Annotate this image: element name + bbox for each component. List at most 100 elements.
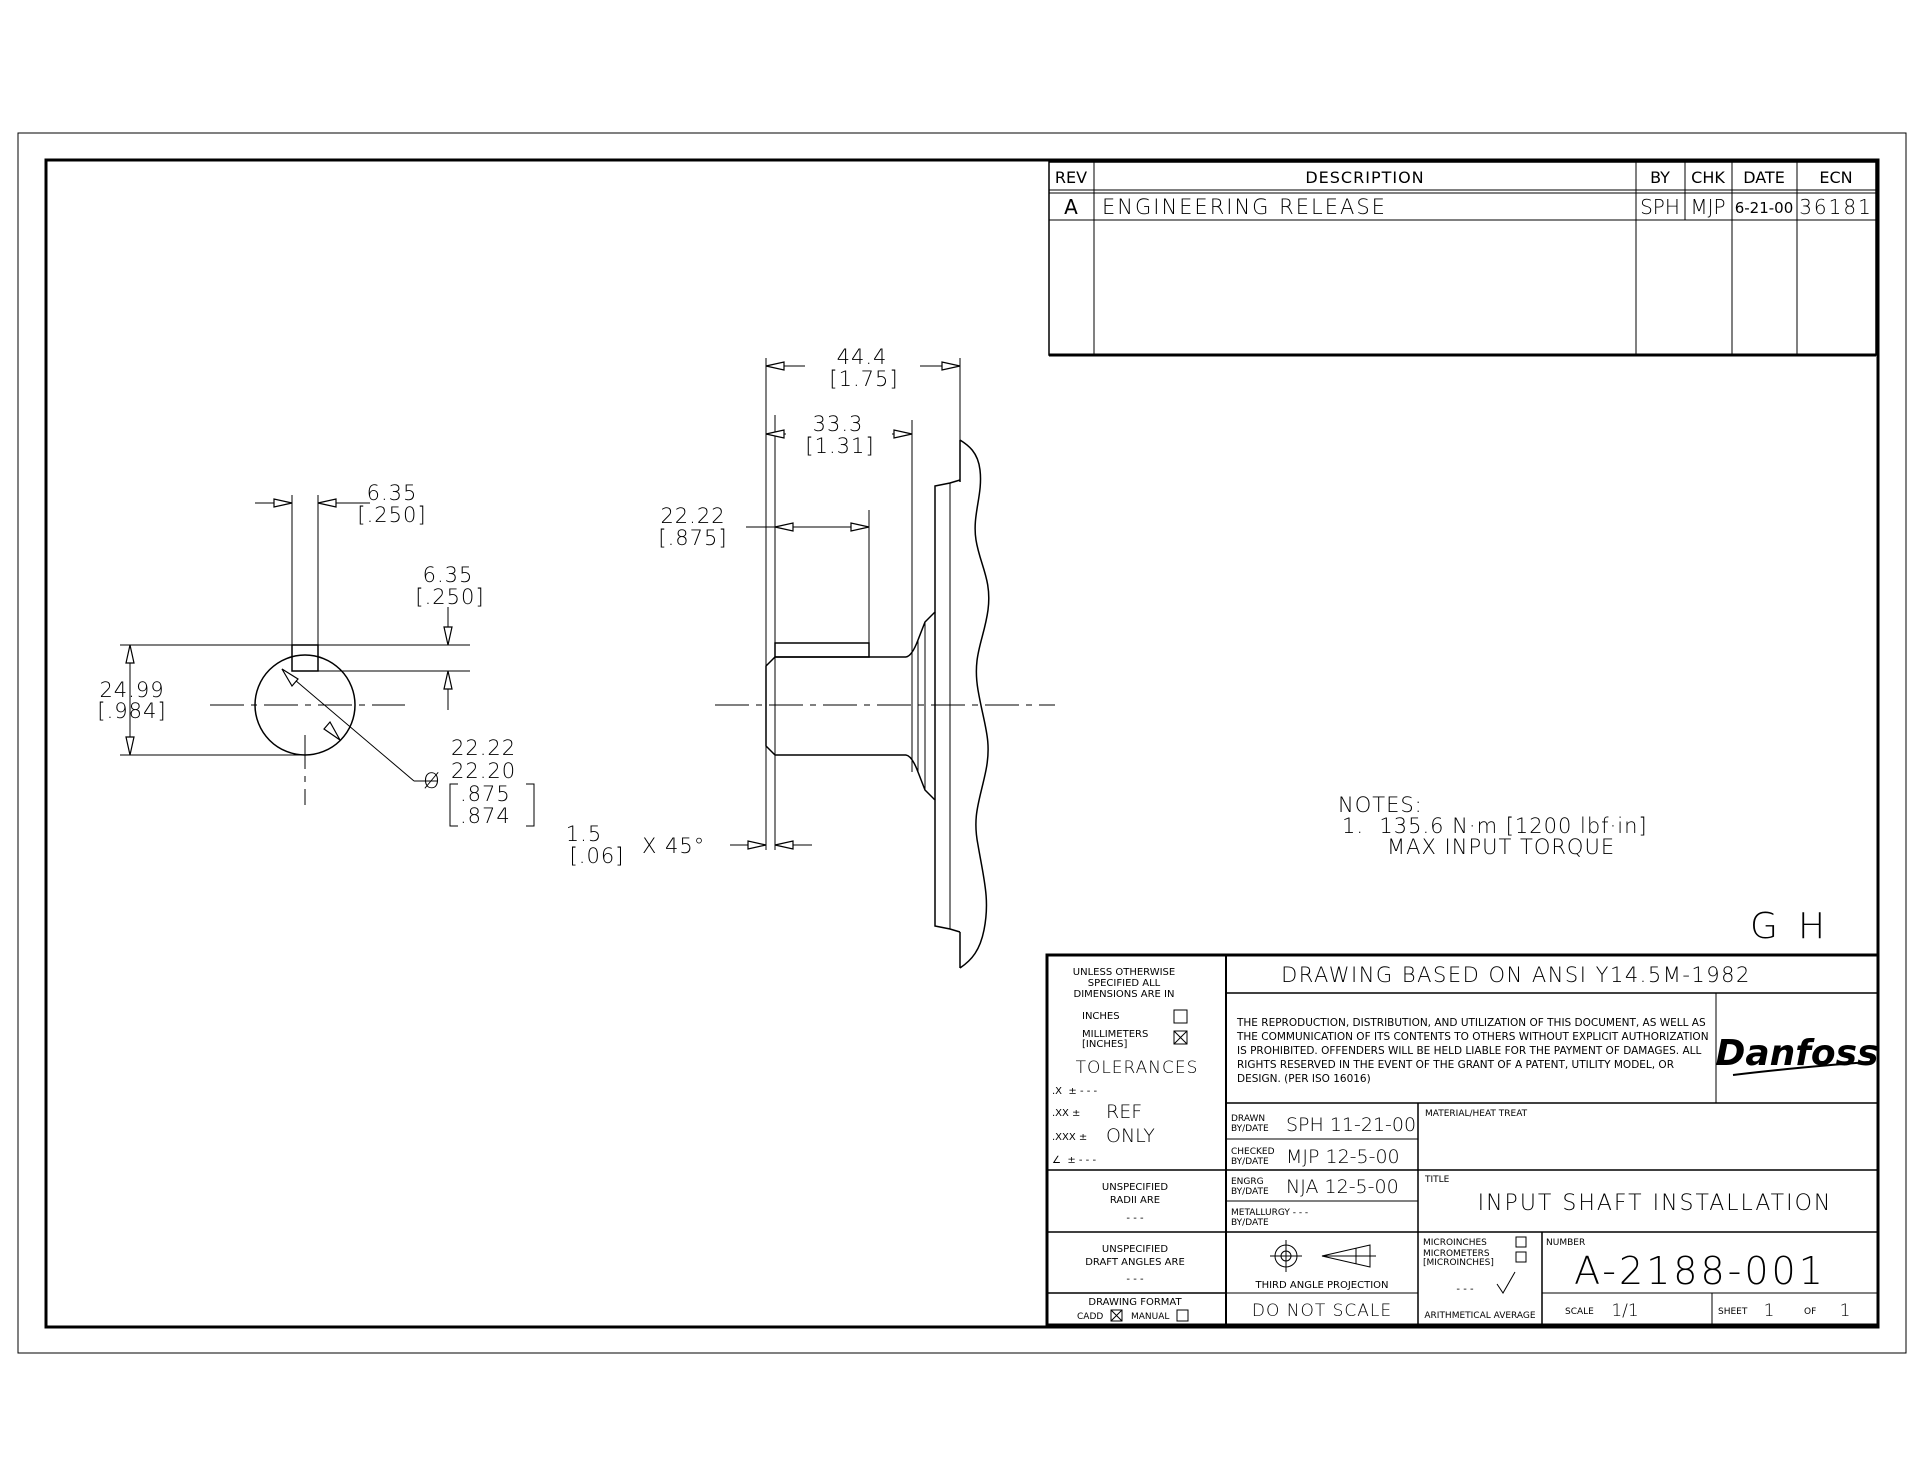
- draft-value: - - -: [1126, 1274, 1144, 1285]
- drawn-label-2: BY/DATE: [1231, 1124, 1269, 1134]
- projection-label: THIRD ANGLE PROJECTION: [1254, 1280, 1388, 1291]
- material-label: MATERIAL/HEAT TREAT: [1425, 1109, 1528, 1119]
- scale-label: SCALE: [1565, 1307, 1594, 1317]
- inches-checkbox[interactable]: [1173, 1009, 1188, 1024]
- shaft-profile: [765, 656, 906, 756]
- zone-letter-g: G: [1750, 906, 1778, 947]
- engrg-label-1: ENGRG: [1231, 1177, 1264, 1187]
- dia-mm-min: 22.20: [451, 759, 516, 783]
- ecn-header: ECN: [1819, 168, 1852, 187]
- of-label: OF: [1804, 1307, 1816, 1317]
- key-depth-in: [.250]: [415, 585, 484, 609]
- surface-value: - - -: [1456, 1284, 1474, 1295]
- metallurgy-label-2: BY/DATE: [1231, 1218, 1269, 1228]
- sheet-label: SHEET: [1718, 1307, 1748, 1317]
- tol-xxx-value: ONLY: [1106, 1125, 1155, 1147]
- rev-chk: MJP: [1690, 195, 1725, 219]
- side-view: 44.4 [1.75] 33.3 [1.31] 22.22 [.875] 1.5…: [566, 345, 1055, 969]
- legal-line-2: THE COMMUNICATION OF ITS CONTENTS TO OTH…: [1236, 1031, 1709, 1043]
- manual-checkbox[interactable]: [1176, 1309, 1189, 1322]
- third-angle-projection-icon: [1270, 1240, 1376, 1272]
- rev-by: SPH: [1640, 195, 1680, 219]
- number-label: NUMBER: [1546, 1238, 1585, 1248]
- metallurgy-label-1: METALLURGY - - -: [1231, 1208, 1308, 1218]
- keyway: [291, 644, 319, 672]
- title-label: TITLE: [1424, 1175, 1450, 1185]
- checked-label-2: BY/DATE: [1231, 1157, 1269, 1167]
- micrometers-sub-label: [MICROINCHES]: [1423, 1258, 1494, 1268]
- zone-letter-h: H: [1798, 906, 1825, 947]
- draft-label-2: DRAFT ANGLES ARE: [1085, 1257, 1185, 1268]
- units-note-3: DIMENSIONS ARE IN: [1074, 989, 1175, 1000]
- millimeters-check-mark: [1173, 1030, 1188, 1045]
- end-view: 6.35 [.250] 6.35 [.250] 24.99 [.984] Ø 2…: [97, 481, 535, 828]
- cadd-label: CADD: [1077, 1312, 1103, 1322]
- radii-value: - - -: [1126, 1213, 1144, 1224]
- note-1-cont: MAX INPUT TORQUE: [1387, 835, 1615, 859]
- drawing-number: A-2188-001: [1574, 1249, 1826, 1293]
- micrometers-label: MICROMETERS: [1423, 1249, 1490, 1259]
- engrg-value: NJA 12-5-00: [1286, 1176, 1399, 1198]
- sheet-outer-frame: [17, 132, 1907, 1354]
- scale-value: 1/1: [1611, 1301, 1638, 1321]
- key-length-in: [.875]: [658, 526, 727, 550]
- tolerances-title: TOLERANCES: [1076, 1058, 1199, 1078]
- overall-length-mm: 44.4: [837, 345, 888, 369]
- radii-label-2: RADII ARE: [1110, 1195, 1160, 1206]
- date-header: DATE: [1743, 168, 1785, 187]
- do-not-scale: DO NOT SCALE: [1252, 1301, 1392, 1321]
- engrg-label-2: BY/DATE: [1231, 1187, 1269, 1197]
- checked-value: MJP 12-5-00: [1286, 1146, 1400, 1168]
- note-1: 1. 135.6 N·m [1200 lbf·in]: [1342, 814, 1648, 838]
- rev-description: ENGINEERING RELEASE: [1102, 195, 1387, 219]
- microinches-checkbox[interactable]: [1515, 1236, 1527, 1248]
- dia-in-max: .875: [460, 782, 511, 806]
- radii-label-1: UNSPECIFIED: [1102, 1182, 1168, 1193]
- micrometers-checkbox[interactable]: [1515, 1251, 1527, 1263]
- tol-xxx-prefix: .XXX ±: [1052, 1132, 1087, 1143]
- by-header: BY: [1650, 168, 1670, 187]
- sheet-value: 1: [1764, 1301, 1775, 1321]
- revision-block: REV DESCRIPTION BY CHK DATE ECN A ENGINE…: [1048, 161, 1877, 357]
- arithmetical-average-label: ARITHMETICAL AVERAGE: [1424, 1311, 1536, 1321]
- chamfer-mm: 1.5: [566, 822, 602, 846]
- rev-letter: A: [1064, 195, 1078, 219]
- key-profile: [774, 642, 870, 658]
- legal-line-5: DESIGN. (PER ISO 16016): [1237, 1073, 1371, 1085]
- cadd-checkbox[interactable]: [1110, 1309, 1123, 1322]
- description-header: DESCRIPTION: [1305, 168, 1424, 187]
- shoulder-length-in: [1.31]: [805, 434, 874, 458]
- drawn-label-1: DRAWN: [1231, 1114, 1265, 1124]
- notes-heading: NOTES:: [1338, 793, 1423, 817]
- dia-in-min: .874: [460, 804, 511, 828]
- diameter-symbol: Ø: [423, 769, 441, 793]
- rev-date: 6-21-00: [1735, 199, 1794, 217]
- inches-bracket-label: [INCHES]: [1082, 1039, 1127, 1050]
- millimeters-checkbox[interactable]: [1173, 1030, 1188, 1045]
- units-note-2: SPECIFIED ALL: [1088, 978, 1161, 989]
- drawing-title: INPUT SHAFT INSTALLATION: [1478, 1191, 1833, 1216]
- overall-length-in: [1.75]: [829, 367, 898, 391]
- key-width-mm: 6.35: [367, 481, 418, 505]
- drawing-border: [44, 158, 1880, 1329]
- key-width-in: [.250]: [357, 503, 426, 527]
- chk-header: CHK: [1691, 168, 1725, 187]
- chamfer-in: [.06]: [570, 844, 625, 868]
- millimeters-label: MILLIMETERS: [1082, 1029, 1148, 1040]
- tol-xx-value: REF: [1106, 1101, 1142, 1123]
- notes: NOTES: 1. 135.6 N·m [1200 lbf·in] MAX IN…: [1338, 793, 1648, 859]
- drawn-value: SPH 11-21-00: [1286, 1114, 1416, 1136]
- rev-ecn: 36181: [1799, 195, 1873, 219]
- title-block: UNLESS OTHERWISE SPECIFIED ALL DIMENSION…: [1045, 953, 1880, 1327]
- surface-finish-check-icon: [1496, 1271, 1516, 1294]
- shoulder-length-mm: 33.3: [813, 412, 864, 436]
- flange-break: [959, 439, 990, 969]
- manual-label: MANUAL: [1131, 1312, 1169, 1322]
- rev-header: REV: [1055, 168, 1087, 187]
- key-depth-mm: 6.35: [423, 563, 474, 587]
- legal-line-4: RIGHTS RESERVED IN THE EVENT OF THE GRAN…: [1237, 1059, 1674, 1071]
- height-mm: 24.99: [99, 678, 164, 702]
- units-note-1: UNLESS OTHERWISE: [1073, 967, 1175, 978]
- chamfer-angle: X 45°: [642, 834, 705, 858]
